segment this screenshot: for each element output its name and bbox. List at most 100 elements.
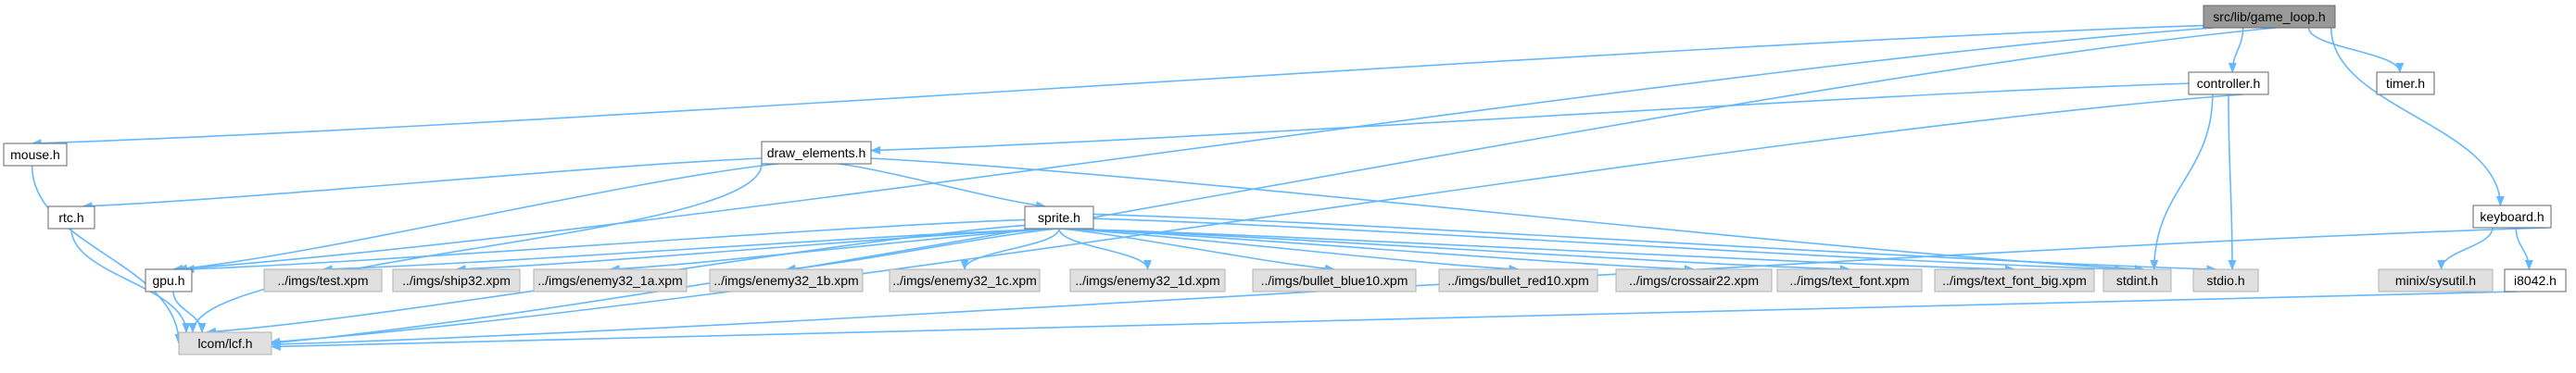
- node-label: stdio.h: [2206, 273, 2244, 288]
- edge-sprite-to-bullet-red: [1058, 228, 1520, 273]
- edge-sprite-to-test-xpm: [322, 228, 1060, 274]
- node-minix-sysutil[interactable]: minix/sysutil.h: [2378, 268, 2494, 292]
- edge-sprite-to-enemy1a: [609, 228, 1060, 273]
- node-box[interactable]: [2376, 71, 2435, 95]
- node-stdio[interactable]: stdio.h: [2192, 268, 2259, 292]
- node-i8042[interactable]: i8042.h: [2504, 268, 2567, 292]
- node-label: controller.h: [2197, 76, 2260, 91]
- node-box[interactable]: [2102, 268, 2172, 292]
- node-timer[interactable]: timer.h: [2376, 71, 2435, 95]
- node-box[interactable]: [2378, 268, 2494, 292]
- node-box[interactable]: [1615, 268, 1773, 292]
- node-label: draw_elements.h: [767, 145, 866, 160]
- node-enemy1c[interactable]: ../imgs/enemy32_1c.xpm: [889, 268, 1041, 292]
- edge-sprite-to-enemy1b: [785, 228, 1060, 273]
- node-box[interactable]: [47, 205, 95, 230]
- node-label: ../imgs/bullet_red10.xpm: [1447, 273, 1589, 288]
- edge-sprite-to-ship32: [455, 228, 1060, 274]
- node-box[interactable]: [709, 268, 864, 292]
- node-box[interactable]: [1934, 268, 2095, 292]
- node-test-xpm[interactable]: ../imgs/test.xpm: [263, 268, 383, 292]
- node-box[interactable]: [3, 143, 68, 167]
- node-box[interactable]: [2472, 205, 2552, 229]
- node-enemy1b[interactable]: ../imgs/enemy32_1b.xpm: [709, 268, 864, 292]
- node-box[interactable]: [1252, 268, 1417, 292]
- node-label: ../imgs/text_font.xpm: [1789, 273, 1909, 288]
- edges-layer: [31, 24, 2549, 351]
- edge-game-loop-to-controller: [2228, 27, 2244, 74]
- node-label: ../imgs/ship32.xpm: [402, 273, 511, 288]
- node-text-font[interactable]: ../imgs/text_font.xpm: [1776, 268, 1923, 292]
- edge-sprite-to-gpu: [183, 218, 1026, 274]
- node-box[interactable]: [263, 268, 383, 292]
- node-box[interactable]: [761, 141, 872, 165]
- edge-sprite-to-enemy1d: [1058, 228, 1152, 271]
- edge-draw-elements-to-stdint: [870, 157, 2145, 273]
- node-label: src/lib/game_loop.h: [2213, 9, 2325, 24]
- node-rtc[interactable]: rtc.h: [47, 205, 95, 230]
- node-box[interactable]: [533, 268, 688, 292]
- node-box[interactable]: [2188, 71, 2269, 95]
- node-keyboard[interactable]: keyboard.h: [2472, 205, 2552, 229]
- edge-controller-to-stdio: [2228, 93, 2237, 271]
- node-bullet-red[interactable]: ../imgs/bullet_red10.xpm: [1438, 268, 1598, 292]
- node-sprite[interactable]: sprite.h: [1024, 205, 1094, 230]
- node-box[interactable]: [145, 268, 193, 292]
- node-draw-elements[interactable]: draw_elements.h: [761, 141, 872, 165]
- edge-keyboard-to-i8042: [2515, 227, 2533, 271]
- edge-game-loop-to-gpu: [171, 27, 2215, 273]
- node-label: ../imgs/text_font_big.xpm: [1942, 273, 2087, 288]
- node-lcom-lcf[interactable]: lcom/lcf.h: [178, 331, 272, 355]
- node-label: ../imgs/enemy32_1c.xpm: [892, 273, 1037, 288]
- edge-sprite-to-text-font-big: [1058, 228, 2016, 274]
- node-label: timer.h: [2386, 76, 2425, 91]
- node-box[interactable]: [1776, 268, 1923, 292]
- edge-rtc-to-lcom-lcf: [70, 228, 191, 334]
- node-box[interactable]: [1024, 205, 1094, 230]
- edge-draw-elements-to-gpu: [176, 163, 778, 273]
- edge-game-loop-to-lcom-lcf: [268, 27, 2277, 347]
- node-bullet-blue[interactable]: ../imgs/bullet_blue10.xpm: [1252, 268, 1417, 292]
- edge-sprite-to-stdio: [1092, 213, 2217, 274]
- edge-controller-to-lcom-lcf: [269, 93, 2243, 346]
- edge-draw-elements-to-lcom-lcf: [188, 163, 763, 334]
- node-label: ../imgs/enemy32_1d.xpm: [1075, 273, 1219, 288]
- node-label: stdint.h: [2116, 273, 2158, 288]
- node-label: ../imgs/enemy32_1b.xpm: [713, 273, 858, 288]
- node-label: ../imgs/bullet_blue10.xpm: [1261, 273, 1408, 288]
- edge-controller-to-stdint: [2150, 93, 2214, 271]
- node-box[interactable]: [2203, 5, 2336, 29]
- node-ship32[interactable]: ../imgs/ship32.xpm: [392, 268, 521, 292]
- node-box[interactable]: [2504, 268, 2567, 292]
- node-label: keyboard.h: [2480, 209, 2544, 224]
- edge-game-loop-to-mouse: [31, 24, 2204, 148]
- node-box[interactable]: [1069, 268, 1226, 292]
- edge-keyboard-to-minix-sysutil: [2437, 227, 2494, 271]
- node-label: sprite.h: [1038, 210, 1080, 225]
- node-mouse[interactable]: mouse.h: [3, 143, 68, 167]
- node-label: lcom/lcf.h: [197, 336, 252, 351]
- node-text-font-big[interactable]: ../imgs/text_font_big.xpm: [1934, 268, 2095, 292]
- node-box[interactable]: [2192, 268, 2259, 292]
- node-crossair[interactable]: ../imgs/crossair22.xpm: [1615, 268, 1773, 292]
- edge-game-loop-to-timer: [2307, 27, 2405, 74]
- node-gpu[interactable]: gpu.h: [145, 268, 193, 292]
- node-label: rtc.h: [58, 210, 83, 225]
- edge-game-loop-to-keyboard: [2330, 27, 2505, 207]
- edge-mouse-to-lcom-lcf: [31, 165, 183, 345]
- node-box[interactable]: [1438, 268, 1598, 292]
- node-box[interactable]: [392, 268, 521, 292]
- edge-controller-to-draw-elements: [869, 82, 2193, 155]
- node-stdint[interactable]: stdint.h: [2102, 268, 2172, 292]
- edge-draw-elements-to-sprite: [838, 163, 1047, 210]
- node-label: minix/sysutil.h: [2395, 273, 2476, 288]
- node-box[interactable]: [178, 331, 272, 355]
- node-enemy1a[interactable]: ../imgs/enemy32_1a.xpm: [533, 268, 688, 292]
- node-enemy1d[interactable]: ../imgs/enemy32_1d.xpm: [1069, 268, 1226, 292]
- node-game-loop[interactable]: src/lib/game_loop.h: [2203, 5, 2336, 29]
- node-label: ../imgs/enemy32_1a.xpm: [537, 273, 682, 288]
- edge-sprite-to-bullet-blue: [1058, 228, 1336, 273]
- node-controller[interactable]: controller.h: [2188, 71, 2269, 95]
- node-box[interactable]: [889, 268, 1041, 292]
